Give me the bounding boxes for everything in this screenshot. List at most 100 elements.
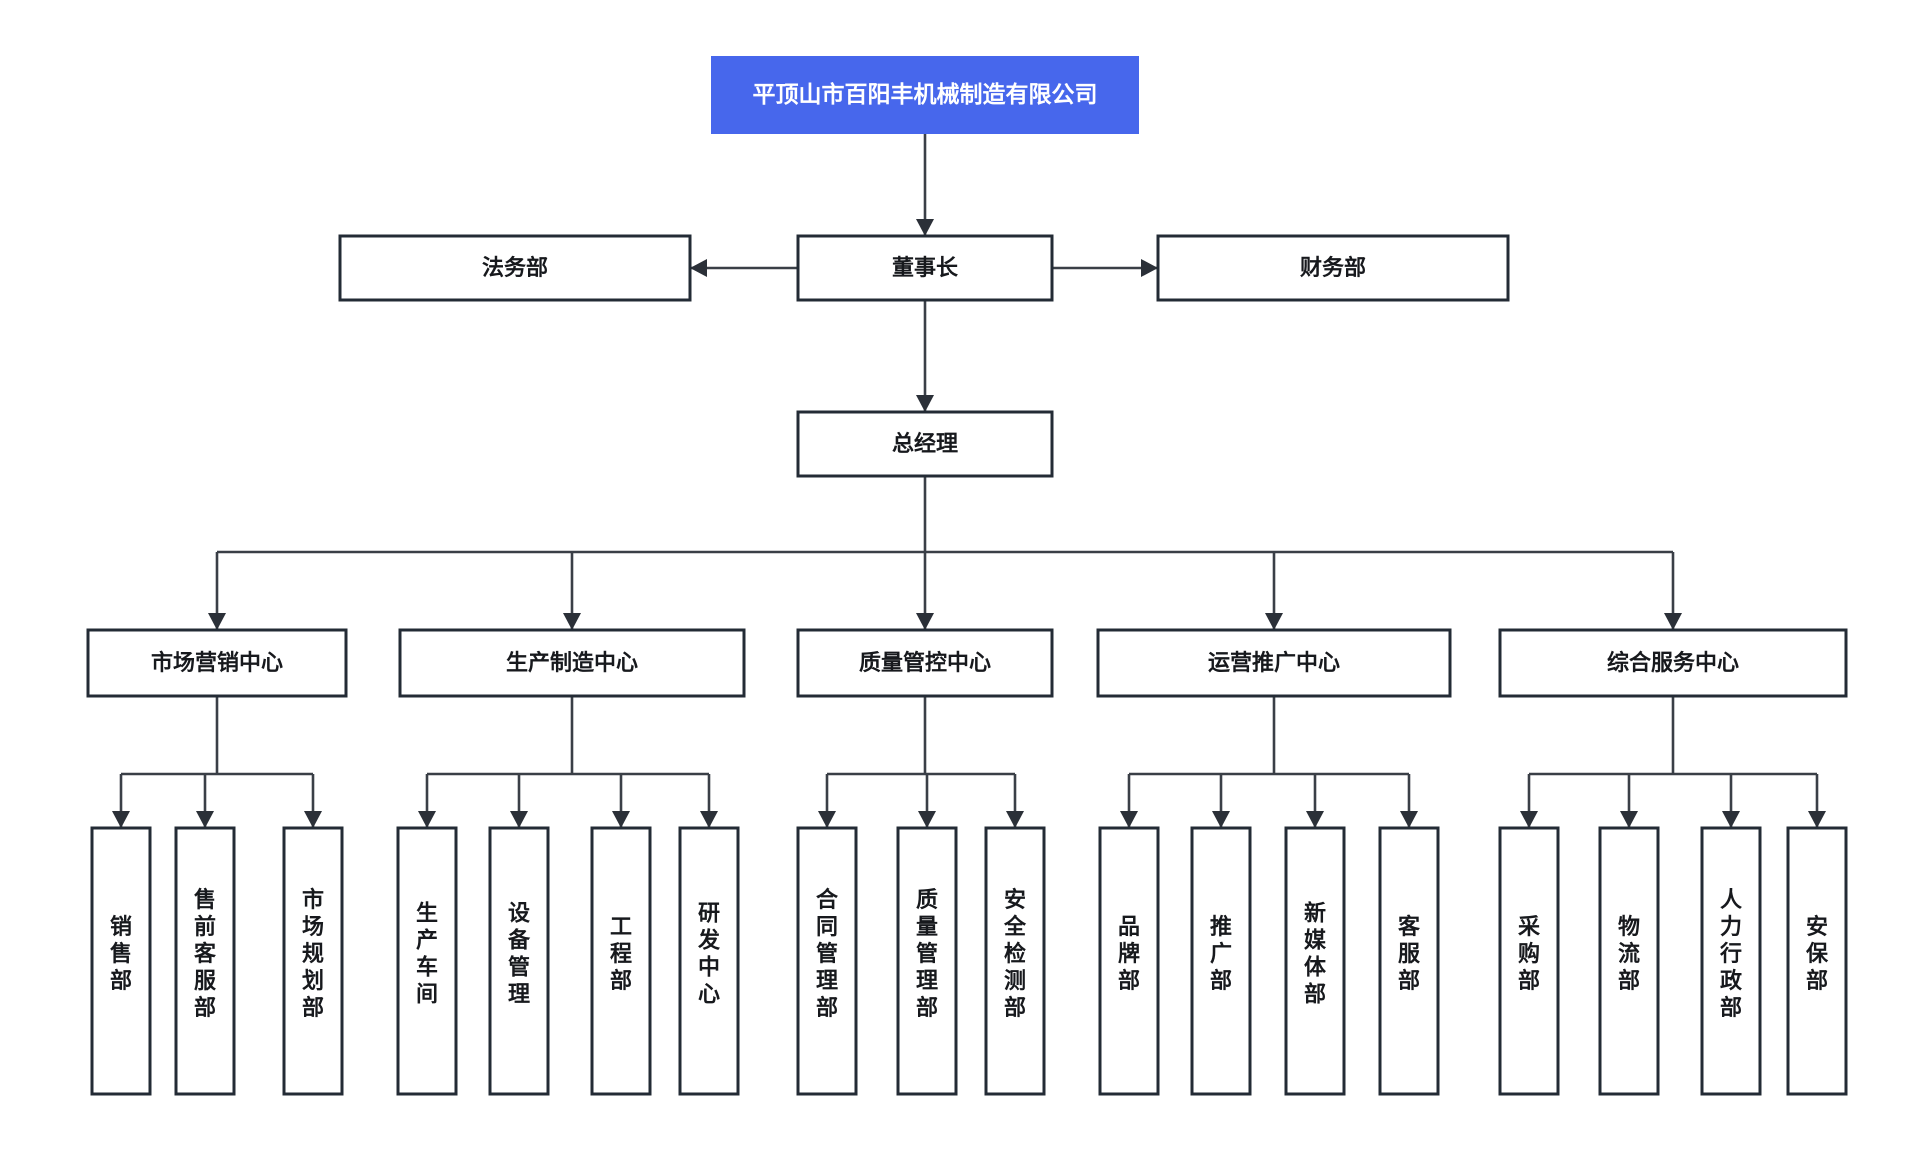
arrow-center-4-to-dept-4 [1400, 811, 1418, 828]
node-department-3-1[interactable]: 合同管理部 [796, 826, 858, 1096]
node-center-2-box [398, 628, 746, 698]
node-center-5-label: 综合服务中心 [1607, 650, 1739, 675]
node-department-1-2-box [174, 826, 236, 1096]
node-department-4-4[interactable]: 客服部 [1378, 826, 1440, 1096]
node-department-4-3-label: 新媒体部 [1304, 901, 1327, 1007]
node-department-4-3-box [1284, 826, 1346, 1096]
node-chairman[interactable]: 董事长 [796, 234, 1054, 302]
node-department-5-3[interactable]: 人力行政部 [1700, 826, 1762, 1096]
arrow-chairman-to-finance [1141, 259, 1158, 277]
arrow-bus-to-center-1 [208, 613, 226, 630]
node-department-2-2[interactable]: 设备管理 [488, 826, 550, 1096]
node-department-5-1[interactable]: 采购部 [1498, 826, 1560, 1096]
node-department-4-2[interactable]: 推广部 [1190, 826, 1252, 1096]
node-department-2-2-label: 设备管理 [507, 901, 531, 1007]
node-general-manager-box [796, 410, 1054, 478]
node-department-5-1-box [1498, 826, 1560, 1096]
node-department-3-2-box [896, 826, 958, 1096]
arrow-bus-to-center-2 [563, 613, 581, 630]
node-department-5-1-label: 采购部 [1518, 914, 1540, 993]
node-chairman-box [796, 234, 1054, 302]
node-department-5-2-box [1598, 826, 1660, 1096]
node-department-1-1[interactable]: 销售部 [90, 826, 152, 1096]
node-department-4-1[interactable]: 品牌部 [1098, 826, 1160, 1096]
node-center-2[interactable]: 生产制造中心 [398, 628, 746, 698]
node-finance-dept[interactable]: 财务部 [1156, 234, 1510, 302]
node-department-1-2-label: 售前客服部 [194, 887, 217, 1020]
node-department-4-1-box [1098, 826, 1160, 1096]
node-legal-dept-label: 法务部 [482, 255, 548, 280]
node-department-3-3-label: 安全检测部 [1003, 887, 1027, 1020]
node-finance-dept-label: 财务部 [1300, 255, 1366, 280]
node-department-5-4-box [1786, 826, 1848, 1096]
node-department-1-3[interactable]: 市场规划部 [282, 826, 344, 1096]
node-department-1-2[interactable]: 售前客服部 [174, 826, 236, 1096]
node-department-1-3-box [282, 826, 344, 1096]
node-chairman-label: 董事长 [892, 255, 959, 280]
arrow-bus-to-center-4 [1265, 613, 1283, 630]
node-legal-dept-box [338, 234, 692, 302]
node-department-1-1-label: 销售部 [110, 914, 132, 993]
arrow-chairman-to-gm [916, 395, 934, 412]
node-center-3[interactable]: 质量管控中心 [796, 628, 1054, 698]
node-center-3-box [796, 628, 1054, 698]
arrow-center-1-to-dept-2 [196, 811, 214, 828]
node-department-2-4[interactable]: 研发中心 [678, 826, 740, 1096]
arrow-center-2-to-dept-2 [510, 811, 528, 828]
arrow-chairman-to-legal [690, 259, 707, 277]
node-department-2-1-label: 生产车间 [416, 901, 438, 1007]
arrow-center-3-to-dept-3 [1006, 811, 1024, 828]
node-department-4-3[interactable]: 新媒体部 [1284, 826, 1346, 1096]
node-center-1-label: 市场营销中心 [151, 650, 283, 675]
node-center-5-box [1498, 628, 1848, 698]
node-department-1-1-box [90, 826, 152, 1096]
node-department-3-2[interactable]: 质量管理部 [896, 826, 958, 1096]
node-department-3-3[interactable]: 安全检测部 [984, 826, 1046, 1096]
arrow-center-5-to-dept-3 [1722, 811, 1740, 828]
node-department-5-4-label: 安保部 [1805, 914, 1829, 993]
arrow-center-4-to-dept-3 [1306, 811, 1324, 828]
node-department-2-2-box [488, 826, 550, 1096]
arrow-center-2-to-dept-4 [700, 811, 718, 828]
arrow-center-1-to-dept-3 [304, 811, 322, 828]
node-general-manager-label: 总经理 [892, 431, 958, 456]
node-department-5-3-label: 人力行政部 [1719, 887, 1743, 1020]
node-department-3-2-label: 质量管理部 [916, 887, 938, 1020]
arrow-root-to-chairman [916, 219, 934, 236]
node-department-2-4-label: 研发中心 [697, 901, 721, 1007]
node-center-4-label: 运营推广中心 [1208, 650, 1340, 675]
node-department-2-3-box [590, 826, 652, 1096]
connectors-layer [112, 134, 1826, 828]
node-department-3-1-label: 合同管理部 [816, 887, 839, 1020]
node-center-4[interactable]: 运营推广中心 [1096, 628, 1452, 698]
node-general-manager[interactable]: 总经理 [796, 410, 1054, 478]
node-department-5-3-box [1700, 826, 1762, 1096]
node-center-5[interactable]: 综合服务中心 [1498, 628, 1848, 698]
node-department-5-2[interactable]: 物流部 [1598, 826, 1660, 1096]
arrow-center-5-to-dept-4 [1808, 811, 1826, 828]
node-department-2-1-box [396, 826, 458, 1096]
node-department-2-3[interactable]: 工程部 [590, 826, 652, 1096]
node-department-2-1[interactable]: 生产车间 [396, 826, 458, 1096]
node-company-root-label: 平顶山市百阳丰机械制造有限公司 [753, 81, 1098, 107]
node-center-3-label: 质量管控中心 [859, 650, 991, 675]
arrow-center-2-to-dept-1 [418, 811, 436, 828]
node-center-1[interactable]: 市场营销中心 [86, 628, 348, 698]
node-department-5-4[interactable]: 安保部 [1786, 826, 1848, 1096]
node-center-4-box [1096, 628, 1452, 698]
arrow-bus-to-center-5 [1664, 613, 1682, 630]
node-department-4-4-label: 客服部 [1398, 914, 1421, 993]
node-department-3-1-box [796, 826, 858, 1096]
node-department-2-3-label: 工程部 [610, 914, 632, 993]
node-department-3-3-box [984, 826, 1046, 1096]
arrow-center-4-to-dept-1 [1120, 811, 1138, 828]
node-department-1-3-label: 市场规划部 [302, 887, 324, 1020]
node-department-2-4-box [678, 826, 740, 1096]
arrow-center-5-to-dept-2 [1620, 811, 1638, 828]
node-legal-dept[interactable]: 法务部 [338, 234, 692, 302]
arrow-center-2-to-dept-3 [612, 811, 630, 828]
node-company-root[interactable]: 平顶山市百阳丰机械制造有限公司 [711, 56, 1139, 134]
node-department-4-4-box [1378, 826, 1440, 1096]
